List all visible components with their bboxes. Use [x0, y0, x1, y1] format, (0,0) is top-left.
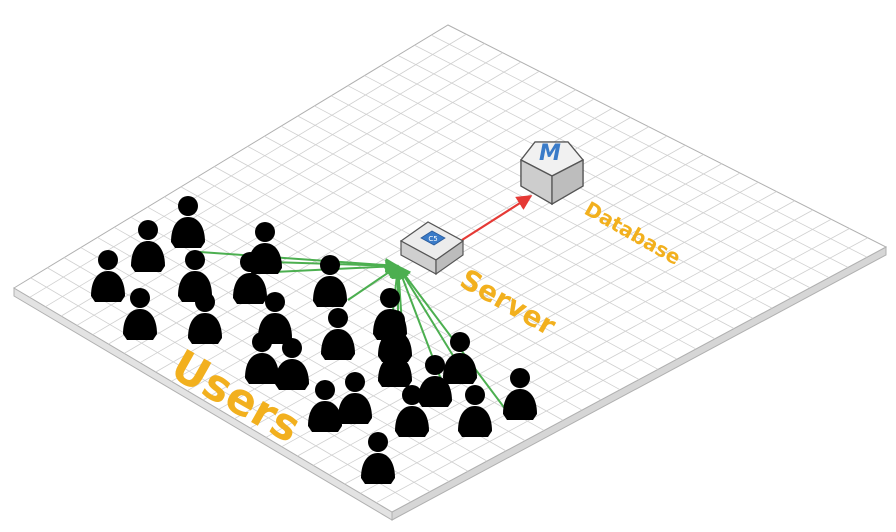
grid-line [376, 237, 868, 504]
grid-line [265, 172, 741, 438]
database-icon: M [520, 141, 585, 206]
grid-line [297, 191, 777, 457]
grid-line [344, 218, 832, 485]
grid-line [61, 52, 503, 317]
grid-line [45, 43, 485, 308]
svg-text:C5: C5 [428, 235, 437, 243]
server-icon: C5 [399, 221, 465, 276]
grid-line [92, 70, 540, 336]
ground-plane [13, 24, 888, 521]
grid-line [360, 228, 850, 494]
user-link [199, 251, 400, 273]
database-badge: M [539, 141, 561, 166]
grid-line [234, 154, 704, 420]
server-to-database-link [461, 195, 533, 241]
grid-line [76, 61, 522, 326]
grid-line [313, 200, 795, 466]
server-badge: C5 [420, 230, 446, 246]
